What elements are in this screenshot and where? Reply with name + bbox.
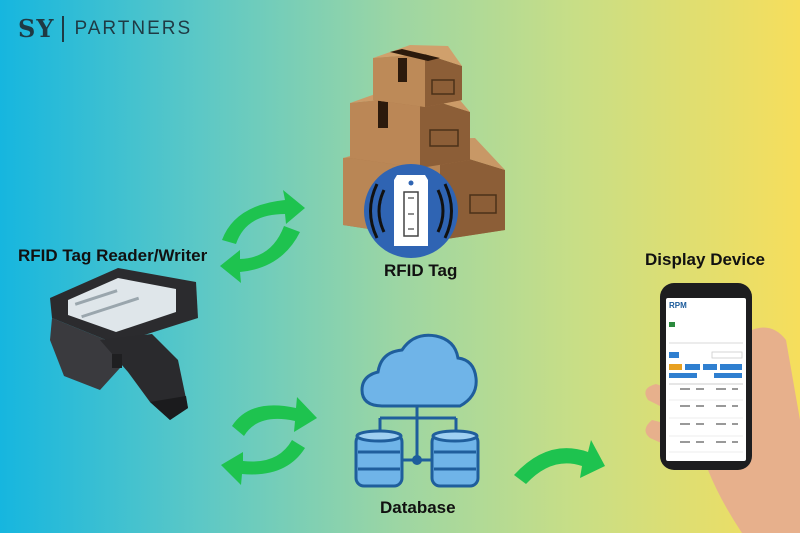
forward-arrow-icon xyxy=(514,440,605,484)
brand-divider xyxy=(62,15,65,42)
rfid-reader-icon xyxy=(50,268,198,420)
database-icon xyxy=(354,333,480,488)
phone-screen: RPM xyxy=(666,298,746,461)
label-display-device: Display Device xyxy=(645,250,766,269)
label-rfid-reader: RFID Tag Reader/Writer xyxy=(18,246,208,265)
brand-name: PARTNERS xyxy=(74,17,193,39)
phone-table-graphic xyxy=(669,322,743,453)
label-rfid-tag: RFID Tag xyxy=(384,261,458,280)
brand-logo: SY PARTNERS xyxy=(18,14,192,43)
sync-arrow-icon xyxy=(220,190,305,283)
brand-initials: SY xyxy=(18,14,55,43)
rfid-tag-icon xyxy=(364,164,458,258)
arrows xyxy=(220,190,605,485)
sync-arrow-icon xyxy=(221,397,317,485)
label-database: Database xyxy=(380,498,456,517)
phone-app-logo: RPM xyxy=(669,301,687,310)
